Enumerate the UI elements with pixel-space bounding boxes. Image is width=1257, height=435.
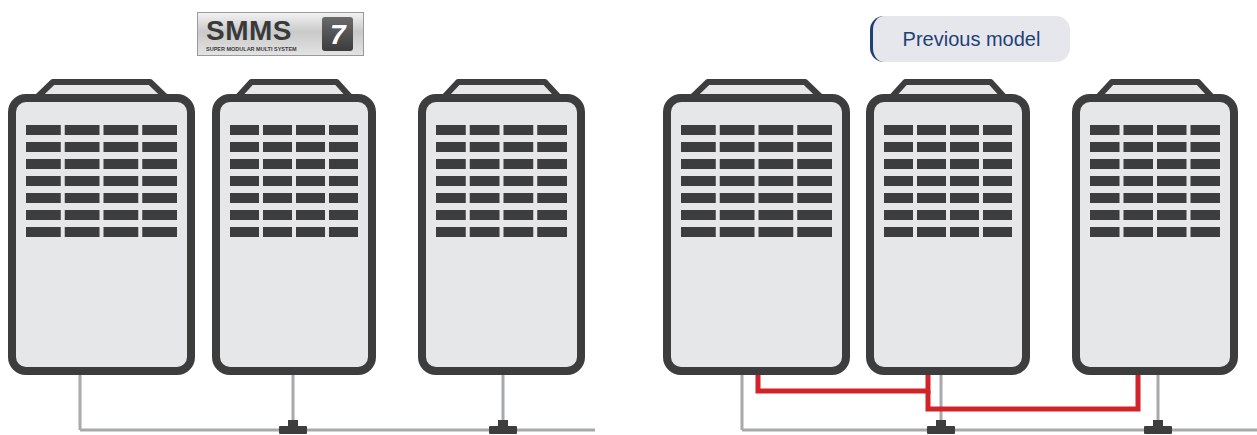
grille bbox=[884, 125, 1012, 237]
main-pipe bbox=[80, 429, 595, 432]
pipes bbox=[80, 375, 1257, 434]
pipe bbox=[741, 375, 744, 430]
grille bbox=[230, 125, 358, 237]
grille bbox=[681, 125, 832, 237]
grille bbox=[1090, 125, 1220, 237]
node-title: 7 bbox=[330, 21, 346, 49]
pipe-joint bbox=[927, 420, 955, 434]
grille bbox=[436, 125, 567, 237]
pipe bbox=[79, 375, 82, 430]
outdoor-unit bbox=[667, 82, 846, 371]
outdoor-unit bbox=[422, 82, 581, 371]
main-pipe bbox=[742, 429, 1257, 432]
outdoor-unit bbox=[216, 82, 372, 371]
label-pill: Previous model bbox=[870, 16, 1070, 62]
node-title: Previous model bbox=[903, 27, 1041, 51]
node-title: SMMS bbox=[206, 17, 292, 45]
node-subtitle: SUPER MODULAR MULTI SYSTEM bbox=[206, 46, 297, 52]
pipe-joint bbox=[1144, 420, 1172, 434]
balance-pipes bbox=[758, 372, 1138, 409]
grille bbox=[26, 125, 177, 237]
outdoor-unit bbox=[12, 82, 191, 371]
balance-pipe bbox=[928, 372, 1138, 409]
pipe-joint bbox=[489, 420, 517, 434]
outdoor-unit bbox=[870, 82, 1026, 371]
pipe-joint bbox=[279, 420, 307, 434]
logo-number: 7 bbox=[322, 17, 353, 51]
outdoor-unit bbox=[1076, 82, 1234, 371]
logo-badge: SMMSSUPER MODULAR MULTI SYSTEM 7 bbox=[197, 12, 364, 56]
